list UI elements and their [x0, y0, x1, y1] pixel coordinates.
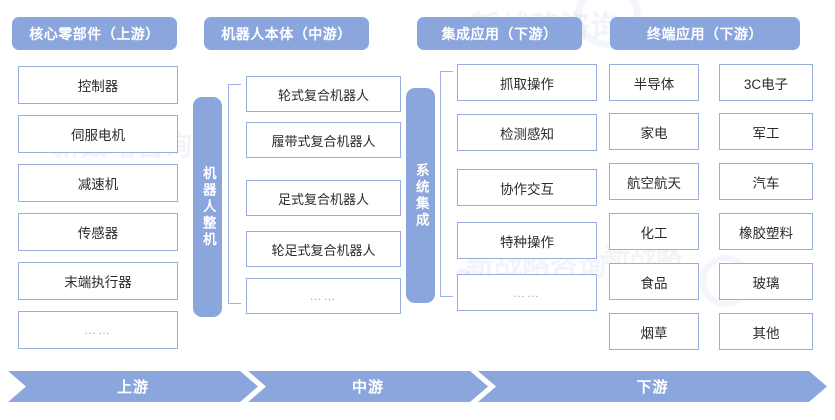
item-label: 轮足式复合机器人 [271, 242, 376, 258]
item-box-robot-body[interactable]: 轮足式复合机器人 [246, 231, 401, 267]
column-header-downstream-terminal-application: 终端应用（下游） [610, 17, 800, 50]
item-label: 烟草 [640, 325, 668, 341]
item-box-integrated-application[interactable]: 协作交互 [457, 169, 597, 206]
item-label: 轮式复合机器人 [277, 87, 369, 103]
item-label: …… [309, 289, 338, 303]
header-label: 核心零部件（上游） [29, 25, 160, 42]
item-label: 化工 [640, 225, 668, 241]
header-label: 机器人本体（中游） [221, 25, 352, 42]
item-box-terminal-application[interactable]: 化工 [609, 213, 699, 250]
item-box-terminal-application[interactable]: 航空航天 [609, 163, 699, 200]
item-box-terminal-application[interactable]: 橡胶塑料 [719, 213, 813, 250]
item-label: …… [513, 285, 541, 300]
item-label: 玻璃 [752, 275, 780, 291]
item-label: 控制器 [77, 79, 119, 94]
item-box-terminal-application[interactable]: 军工 [719, 113, 813, 150]
item-label: 半导体 [633, 76, 675, 92]
item-label: 3C电子 [743, 76, 789, 92]
item-box-robot-body[interactable]: 轮式复合机器人 [246, 76, 401, 112]
item-label: 协作交互 [500, 181, 554, 197]
group-label-system-integration: 系统集成 [406, 88, 435, 303]
column-header-upstream-core-components: 核心零部件（上游） [12, 17, 177, 50]
item-label: 军工 [752, 125, 780, 141]
item-label: 足式复合机器人 [277, 191, 369, 207]
item-box-integrated-application-more[interactable]: …… [457, 274, 597, 311]
item-box-robot-body[interactable]: 足式复合机器人 [246, 180, 401, 216]
item-box-terminal-application[interactable]: 玻璃 [719, 263, 813, 300]
item-label: 橡胶塑料 [739, 225, 793, 241]
item-box-terminal-application[interactable]: 3C电子 [719, 64, 813, 101]
item-label: 特种操作 [500, 234, 554, 250]
item-box-core-component[interactable]: 传感器 [18, 213, 178, 251]
item-box-terminal-application[interactable]: 半导体 [609, 64, 699, 101]
item-label: 抓取操作 [500, 76, 554, 92]
item-label: 检测感知 [500, 126, 554, 142]
item-box-integrated-application[interactable]: 检测感知 [457, 114, 597, 151]
item-box-integrated-application[interactable]: 特种操作 [457, 222, 597, 259]
item-box-core-component-more[interactable]: …… [18, 311, 178, 349]
group-label-robot-whole-machine: 机器人整机 [193, 97, 222, 317]
item-box-robot-body-more[interactable]: …… [246, 278, 401, 314]
item-box-terminal-application[interactable]: 烟草 [609, 313, 699, 350]
group-label-text: 系统集成 [413, 162, 429, 229]
stage-bar-downstream: 下游 [478, 371, 827, 402]
item-label: 末端执行器 [64, 275, 132, 290]
item-label: …… [84, 323, 112, 337]
item-label: 传感器 [77, 226, 119, 241]
stage-label: 中游 [351, 379, 384, 396]
stage-label: 上游 [116, 379, 149, 396]
item-box-core-component[interactable]: 控制器 [18, 66, 178, 104]
item-box-core-component[interactable]: 减速机 [18, 164, 178, 202]
item-box-robot-body[interactable]: 履带式复合机器人 [246, 122, 401, 158]
item-label: 履带式复合机器人 [271, 133, 376, 149]
item-box-integrated-application[interactable]: 抓取操作 [457, 64, 597, 101]
bracket-connector-robot-body [228, 84, 241, 304]
item-box-terminal-application[interactable]: 食品 [609, 263, 699, 300]
item-box-terminal-application[interactable]: 其他 [719, 313, 813, 350]
bracket-connector-integrated-application [440, 71, 453, 297]
item-label: 伺服电机 [71, 128, 125, 143]
stage-label: 下游 [636, 379, 669, 396]
column-header-midstream-robot-body: 机器人本体（中游） [204, 17, 369, 50]
stage-bar-upstream: 上游 [8, 371, 258, 402]
item-label: 食品 [640, 275, 668, 291]
header-label: 集成应用（下游） [441, 25, 558, 42]
item-box-core-component[interactable]: 伺服电机 [18, 115, 178, 153]
item-label: 航空航天 [627, 175, 681, 191]
item-box-terminal-application[interactable]: 汽车 [719, 163, 813, 200]
item-label: 家电 [640, 125, 668, 141]
header-label: 终端应用（下游） [647, 25, 763, 42]
item-label: 其他 [752, 325, 780, 341]
column-header-downstream-integrated-application: 集成应用（下游） [417, 17, 582, 50]
group-label-text: 机器人整机 [200, 165, 216, 249]
item-label: 汽车 [752, 175, 780, 191]
item-label: 减速机 [77, 177, 119, 192]
item-box-terminal-application[interactable]: 家电 [609, 113, 699, 150]
item-box-core-component[interactable]: 末端执行器 [18, 262, 178, 300]
stage-bar-midstream: 中游 [248, 371, 488, 402]
